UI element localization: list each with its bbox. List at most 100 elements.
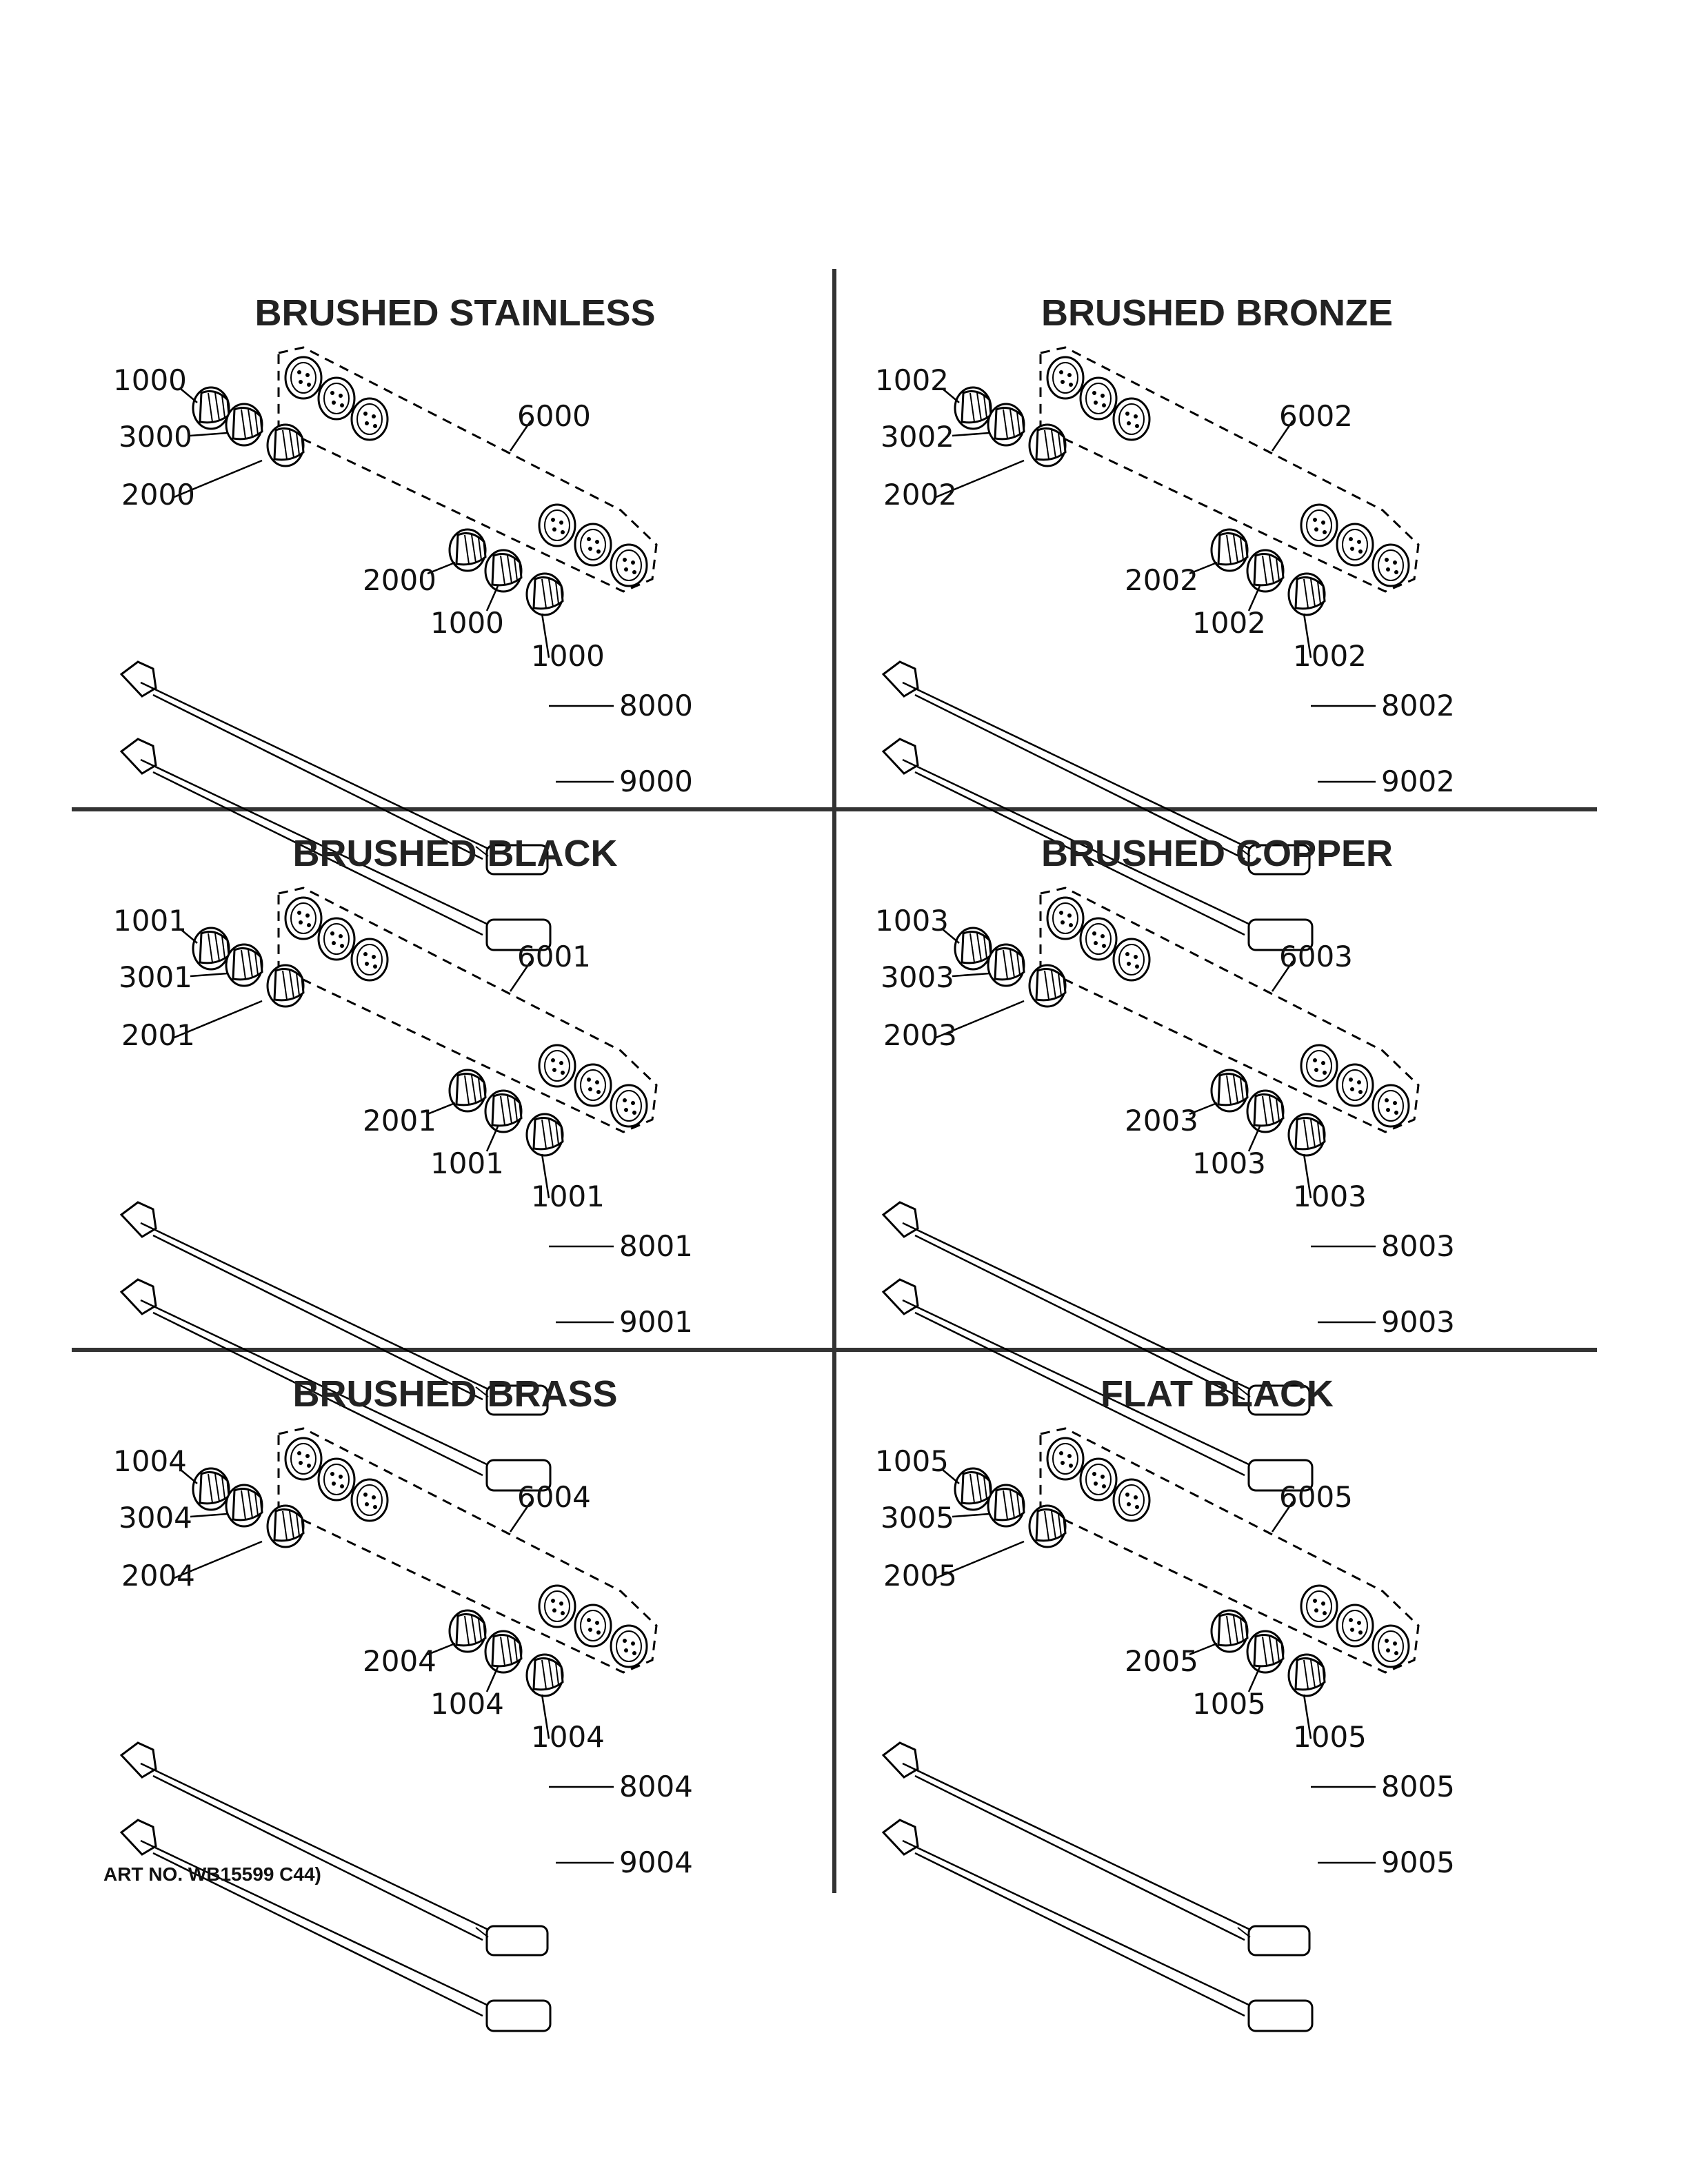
- bezel-1: [1046, 896, 1085, 940]
- bezel-6: [1372, 543, 1410, 587]
- bezel-3: [1112, 397, 1151, 441]
- knob-1: [954, 1467, 992, 1511]
- leader-knob-f: [541, 613, 550, 658]
- knob-5: [484, 1089, 523, 1133]
- leader-knob-c: [172, 1540, 263, 1580]
- bezel-strip-outline: [1039, 887, 1420, 1133]
- leader-knob-d: [427, 1102, 456, 1115]
- callout-bezel-set: 6004: [517, 1480, 591, 1514]
- bezel-6: [610, 543, 648, 587]
- callout-handle-a: 8000: [619, 689, 693, 722]
- bezel-6: [610, 1084, 648, 1128]
- callout-knob-c: 2003: [883, 1018, 957, 1052]
- leader-knob-e: [485, 1666, 499, 1692]
- bezel-5: [574, 1604, 612, 1648]
- leader-knob-d: [427, 1642, 456, 1656]
- bezel-6: [1372, 1084, 1410, 1128]
- callout-knob-c: 2002: [883, 478, 957, 512]
- callout-knob-c: 2005: [883, 1559, 957, 1593]
- callout-knob-e: 1000: [430, 606, 504, 640]
- leader-knob-e: [1247, 585, 1261, 611]
- knob-3: [1028, 964, 1067, 1008]
- bezel-3: [350, 1478, 389, 1522]
- panel-title: BRUSHED COPPER: [1041, 833, 1393, 874]
- callout-bezel-set: 6001: [517, 940, 591, 973]
- panel-4: BRUSHED COPPER10033003200360032003100310…: [875, 833, 1455, 1492]
- knob-5: [484, 549, 523, 593]
- callout-bezel-set: 6000: [517, 399, 591, 433]
- bezel-strip-outline: [277, 887, 658, 1133]
- bezel-3: [1112, 1478, 1151, 1522]
- knob-5: [1246, 1089, 1285, 1133]
- callout-knob-f: 1000: [531, 639, 605, 673]
- knob-4: [448, 1069, 487, 1113]
- callout-knob-e: 1001: [430, 1146, 504, 1180]
- callout-knob-a: 1002: [875, 363, 949, 397]
- callout-knob-c: 2000: [121, 478, 195, 512]
- knob-1: [192, 927, 230, 971]
- bezel-2: [1079, 1457, 1118, 1502]
- bezel-4: [538, 503, 576, 547]
- bezel-6: [1372, 1624, 1410, 1668]
- leader-bezel-set: [509, 1501, 532, 1533]
- callout-knob-d: 2003: [1125, 1104, 1198, 1138]
- knob-4: [1210, 1069, 1249, 1113]
- knob-3: [266, 964, 305, 1008]
- knob-6: [525, 1653, 564, 1697]
- bezel-2: [1079, 376, 1118, 421]
- callout-knob-d: 2000: [363, 563, 436, 597]
- callout-handle-b: 9005: [1381, 1846, 1455, 1879]
- leader-bezel-set: [1271, 960, 1294, 992]
- callout-bezel-set: 6002: [1279, 399, 1353, 433]
- callout-knob-a: 1001: [113, 904, 187, 938]
- knob-6: [1287, 572, 1326, 616]
- callout-bezel-set: 6003: [1279, 940, 1353, 973]
- bezel-5: [1336, 1063, 1374, 1107]
- bezel-3: [350, 397, 389, 441]
- bezel-2: [317, 1457, 356, 1502]
- callout-knob-f: 1005: [1293, 1720, 1367, 1754]
- callout-knob-a: 1003: [875, 904, 949, 938]
- callout-handle-a: 8001: [619, 1229, 693, 1263]
- callout-handle-b: 9003: [1381, 1305, 1455, 1339]
- knob-4: [1210, 528, 1249, 572]
- leader-knob-b: [190, 972, 228, 978]
- leader-knob-c: [934, 1540, 1025, 1580]
- leader-knob-c: [934, 1000, 1025, 1040]
- bezel-4: [538, 1044, 576, 1088]
- knob-5: [1246, 1630, 1285, 1674]
- callout-knob-e: 1004: [430, 1687, 504, 1721]
- callout-knob-b: 3000: [119, 420, 192, 454]
- bezel-strip-outline: [277, 346, 658, 593]
- callout-handle-a: 8004: [619, 1770, 693, 1803]
- leader-knob-f: [1303, 613, 1312, 658]
- panel-title: FLAT BLACK: [1101, 1373, 1334, 1415]
- art-number: ART NO. WB15599 C44): [103, 1863, 321, 1885]
- leader-knob-c: [934, 459, 1025, 499]
- leader-knob-a: [180, 929, 198, 944]
- leader-knob-f: [541, 1694, 550, 1739]
- callout-handle-a: 8005: [1381, 1770, 1455, 1803]
- callout-knob-b: 3005: [881, 1501, 954, 1535]
- bezel-strip-outline: [1039, 346, 1420, 593]
- knob-3: [266, 1504, 305, 1548]
- knob-2: [225, 1484, 263, 1528]
- knob-5: [484, 1630, 523, 1674]
- knob-4: [1210, 1609, 1249, 1653]
- knob-6: [525, 572, 564, 616]
- callout-knob-f: 1002: [1293, 639, 1367, 673]
- bezel-5: [574, 523, 612, 567]
- knob-6: [1287, 1113, 1326, 1157]
- handle-pair: [120, 1741, 552, 2032]
- callout-handle-b: 9004: [619, 1846, 693, 1879]
- leader-knob-e: [485, 585, 499, 611]
- panel-6: FLAT BLACK100530052005600520051005100580…: [875, 1373, 1455, 2032]
- leader-knob-b: [952, 432, 990, 437]
- callout-knob-d: 2001: [363, 1104, 436, 1138]
- callout-knob-d: 2005: [1125, 1644, 1198, 1678]
- bezel-2: [317, 917, 356, 961]
- leader-knob-d: [1189, 1102, 1218, 1115]
- callout-knob-c: 2004: [121, 1559, 195, 1593]
- callout-handle-b: 9001: [619, 1305, 693, 1339]
